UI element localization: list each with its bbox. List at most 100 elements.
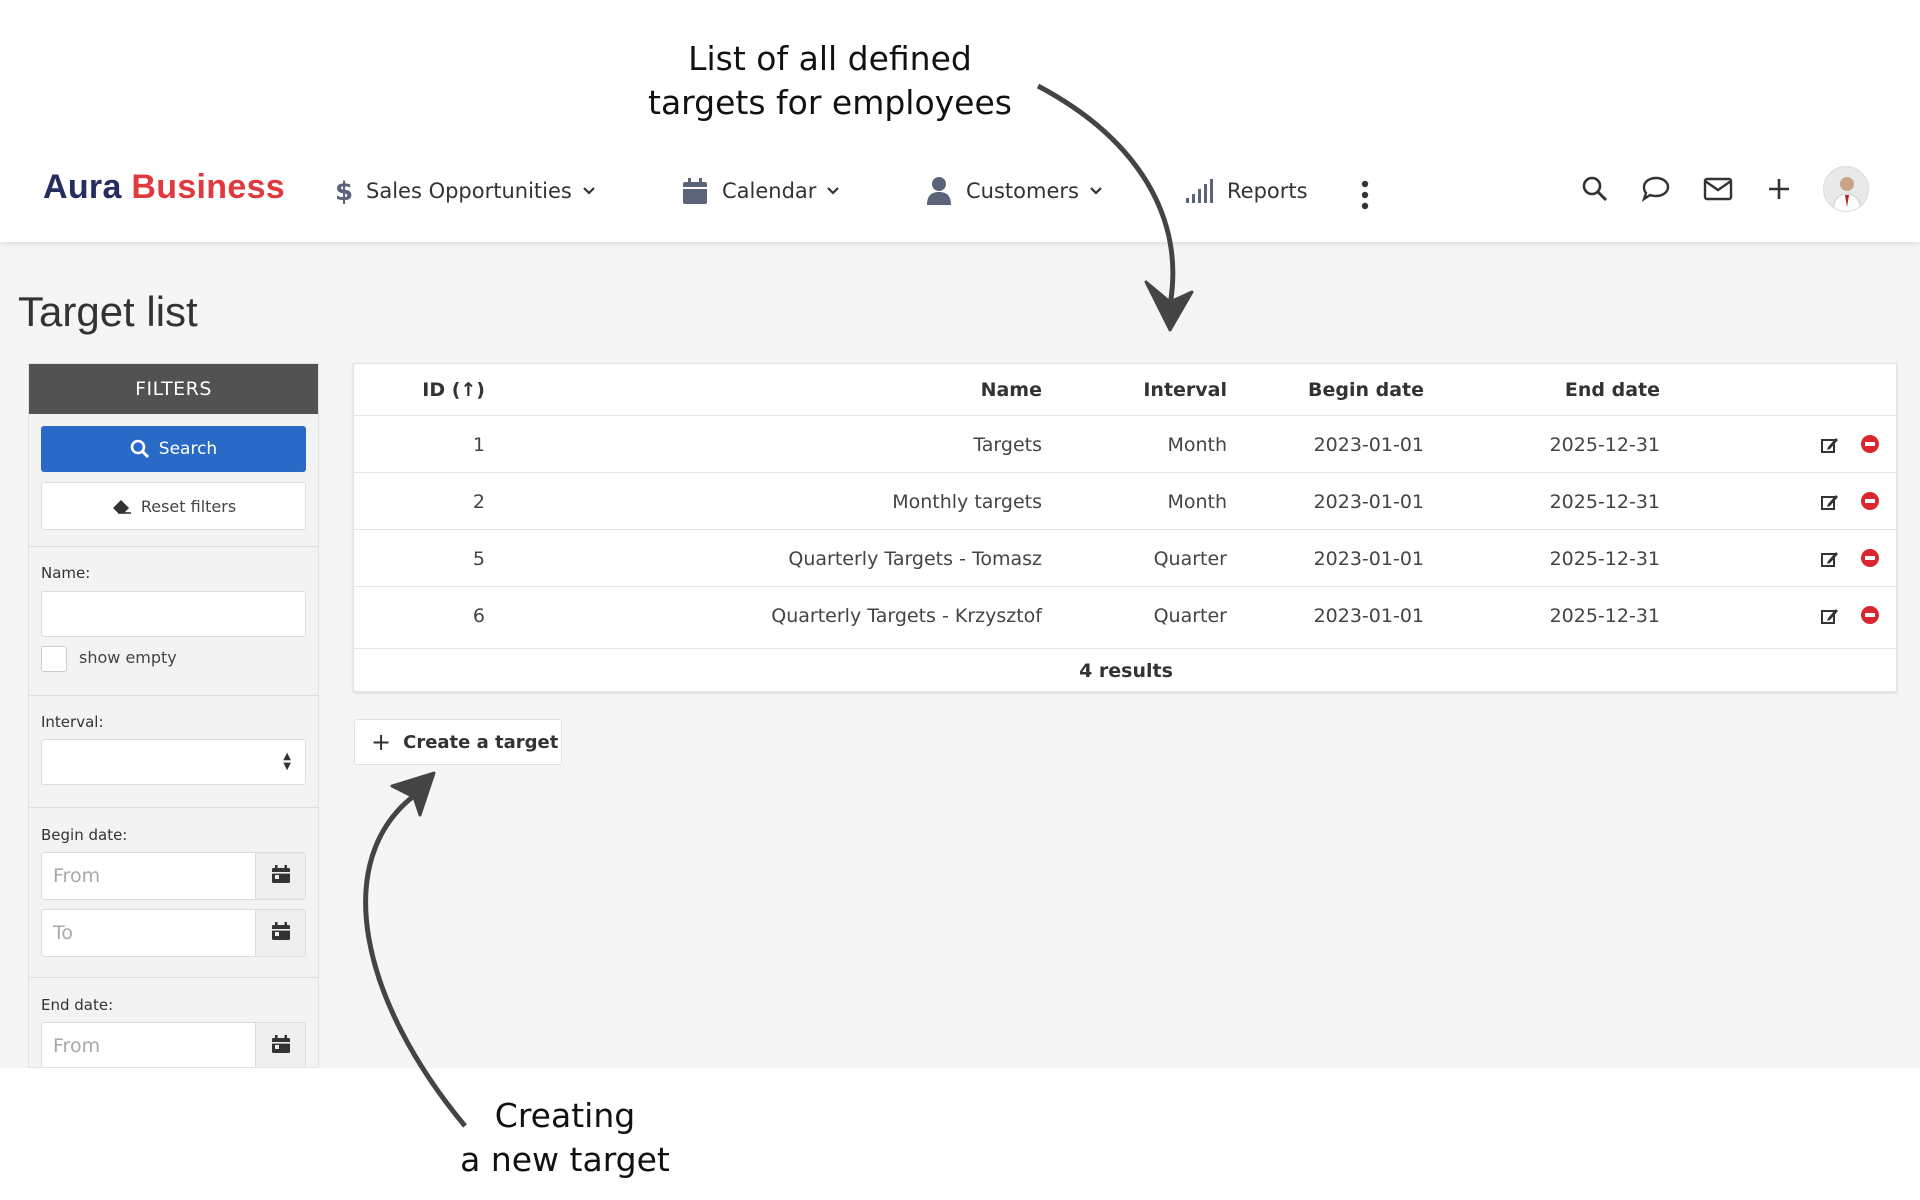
edit-icon[interactable] [1820,492,1840,512]
edit-icon[interactable] [1820,435,1840,455]
cell-id: 1 [472,433,485,456]
filters-header: FILTERS [29,364,318,414]
show-empty-label: show empty [79,648,177,667]
search-filter-label: Search [158,439,218,459]
annotation-line: targets for employees [648,83,1012,122]
delete-icon[interactable] [1861,435,1879,453]
column-header-begin-date[interactable]: Begin date [1307,379,1424,401]
nav-label: Customers [966,179,1079,203]
plus-icon [1766,176,1792,206]
cell-begin-date: 2023-01-01 [1313,490,1424,513]
table-row: 2 Monthly targets Month 2023-01-01 2025-… [354,472,1898,529]
search-button[interactable] [1576,172,1614,210]
calendar-icon [271,864,291,888]
column-header-id[interactable]: ID (↑) [422,379,485,401]
annotation-creating-target: Creating a new target [440,1094,690,1182]
table-row: 1 Targets Month 2023-01-01 2025-12-31 [354,415,1898,472]
logo[interactable]: Aura Business [43,168,285,207]
create-target-label: Create a target [403,731,559,753]
table-row: 5 Quarterly Targets - Tomasz Quarter 202… [354,529,1898,586]
reset-filters-button[interactable]: Reset filters [41,482,306,530]
calendar-button[interactable] [256,1022,306,1067]
cell-end-date: 2025-12-31 [1549,547,1660,570]
show-empty-checkbox[interactable] [41,646,67,672]
more-menu-button[interactable] [1360,176,1370,218]
cell-name: Monthly targets [892,490,1042,513]
begin-date-to-input[interactable]: To [41,909,256,957]
divider [29,546,318,547]
column-header-interval[interactable]: Interval [1143,379,1227,401]
vertical-dots-icon [1360,180,1370,215]
mail-button[interactable] [1699,172,1737,210]
sort-arrows-icon: ▲▼ [283,751,291,772]
cell-begin-date: 2023-01-01 [1313,604,1424,627]
nav-label: Reports [1227,179,1308,203]
targets-table: ID (↑) Name Interval Begin date End date… [353,363,1898,692]
table-row: 6 Quarterly Targets - Krzysztof Quarter … [354,586,1898,643]
cell-end-date: 2025-12-31 [1549,433,1660,456]
signal-bars-icon [1185,178,1213,204]
top-navigation-bar: Aura Business $ Sales Opportunities Cale… [0,142,1920,242]
cell-end-date: 2025-12-31 [1549,604,1660,627]
nav-item-reports[interactable]: Reports [1185,170,1308,212]
cell-interval: Month [1167,490,1227,513]
annotation-line: Creating [494,1096,636,1135]
cell-name: Targets [973,433,1042,456]
calendar-icon [271,1034,291,1058]
cell-name: Quarterly Targets - Krzysztof [771,604,1042,627]
cell-begin-date: 2023-01-01 [1313,547,1424,570]
divider [29,695,318,696]
nav-item-sales-opportunities[interactable]: $ Sales Opportunities [334,170,596,212]
nav-label: Calendar [722,179,817,203]
nav-item-customers[interactable]: Customers [926,170,1103,212]
column-header-end-date[interactable]: End date [1564,379,1660,401]
delete-icon[interactable] [1861,606,1879,624]
edit-icon[interactable] [1820,549,1840,569]
mail-icon [1703,176,1733,206]
interval-select[interactable]: ▲▼ [41,739,306,785]
edit-icon[interactable] [1820,606,1840,626]
divider [29,807,318,808]
search-filter-button[interactable]: Search [41,426,306,472]
avatar[interactable] [1823,166,1869,212]
cell-interval: Month [1167,433,1227,456]
nav-item-calendar[interactable]: Calendar [682,170,840,212]
eraser-icon [111,497,133,515]
end-date-label: End date: [41,996,114,1014]
search-icon [130,439,150,459]
cell-id: 5 [472,547,485,570]
chat-icon [1641,175,1671,207]
cell-interval: Quarter [1153,604,1227,627]
cell-begin-date: 2023-01-01 [1313,433,1424,456]
delete-icon[interactable] [1861,549,1879,567]
results-count: 4 results [354,648,1898,692]
column-header-name[interactable]: Name [980,379,1042,401]
add-button[interactable] [1760,172,1798,210]
cell-interval: Quarter [1153,547,1227,570]
end-date-from-input[interactable]: From [41,1022,256,1067]
plus-icon: + [371,728,392,756]
cell-id: 2 [472,490,485,513]
interval-filter-label: Interval: [41,713,104,731]
delete-icon[interactable] [1861,492,1879,510]
divider [29,977,318,978]
create-target-button[interactable]: + Create a target [354,719,562,765]
calendar-button[interactable] [256,852,306,900]
chat-button[interactable] [1637,172,1675,210]
reset-filters-label: Reset filters [140,496,237,516]
begin-date-from-input[interactable]: From [41,852,256,900]
calendar-icon [682,177,708,205]
calendar-button[interactable] [256,909,306,957]
name-filter-input[interactable] [41,591,306,637]
search-icon [1581,175,1609,207]
nav-label: Sales Opportunities [366,179,572,203]
filters-panel: FILTERS Search Reset filters Name: show … [28,363,319,1068]
begin-date-from-group: From [41,852,306,900]
annotation-line: List of all defined [688,39,972,78]
cell-name: Quarterly Targets - Tomasz [788,547,1042,570]
calendar-icon [271,921,291,945]
user-icon [926,176,952,206]
logo-text-business: Business [131,168,285,206]
cell-id: 6 [472,604,485,627]
chevron-down-icon [826,186,840,196]
